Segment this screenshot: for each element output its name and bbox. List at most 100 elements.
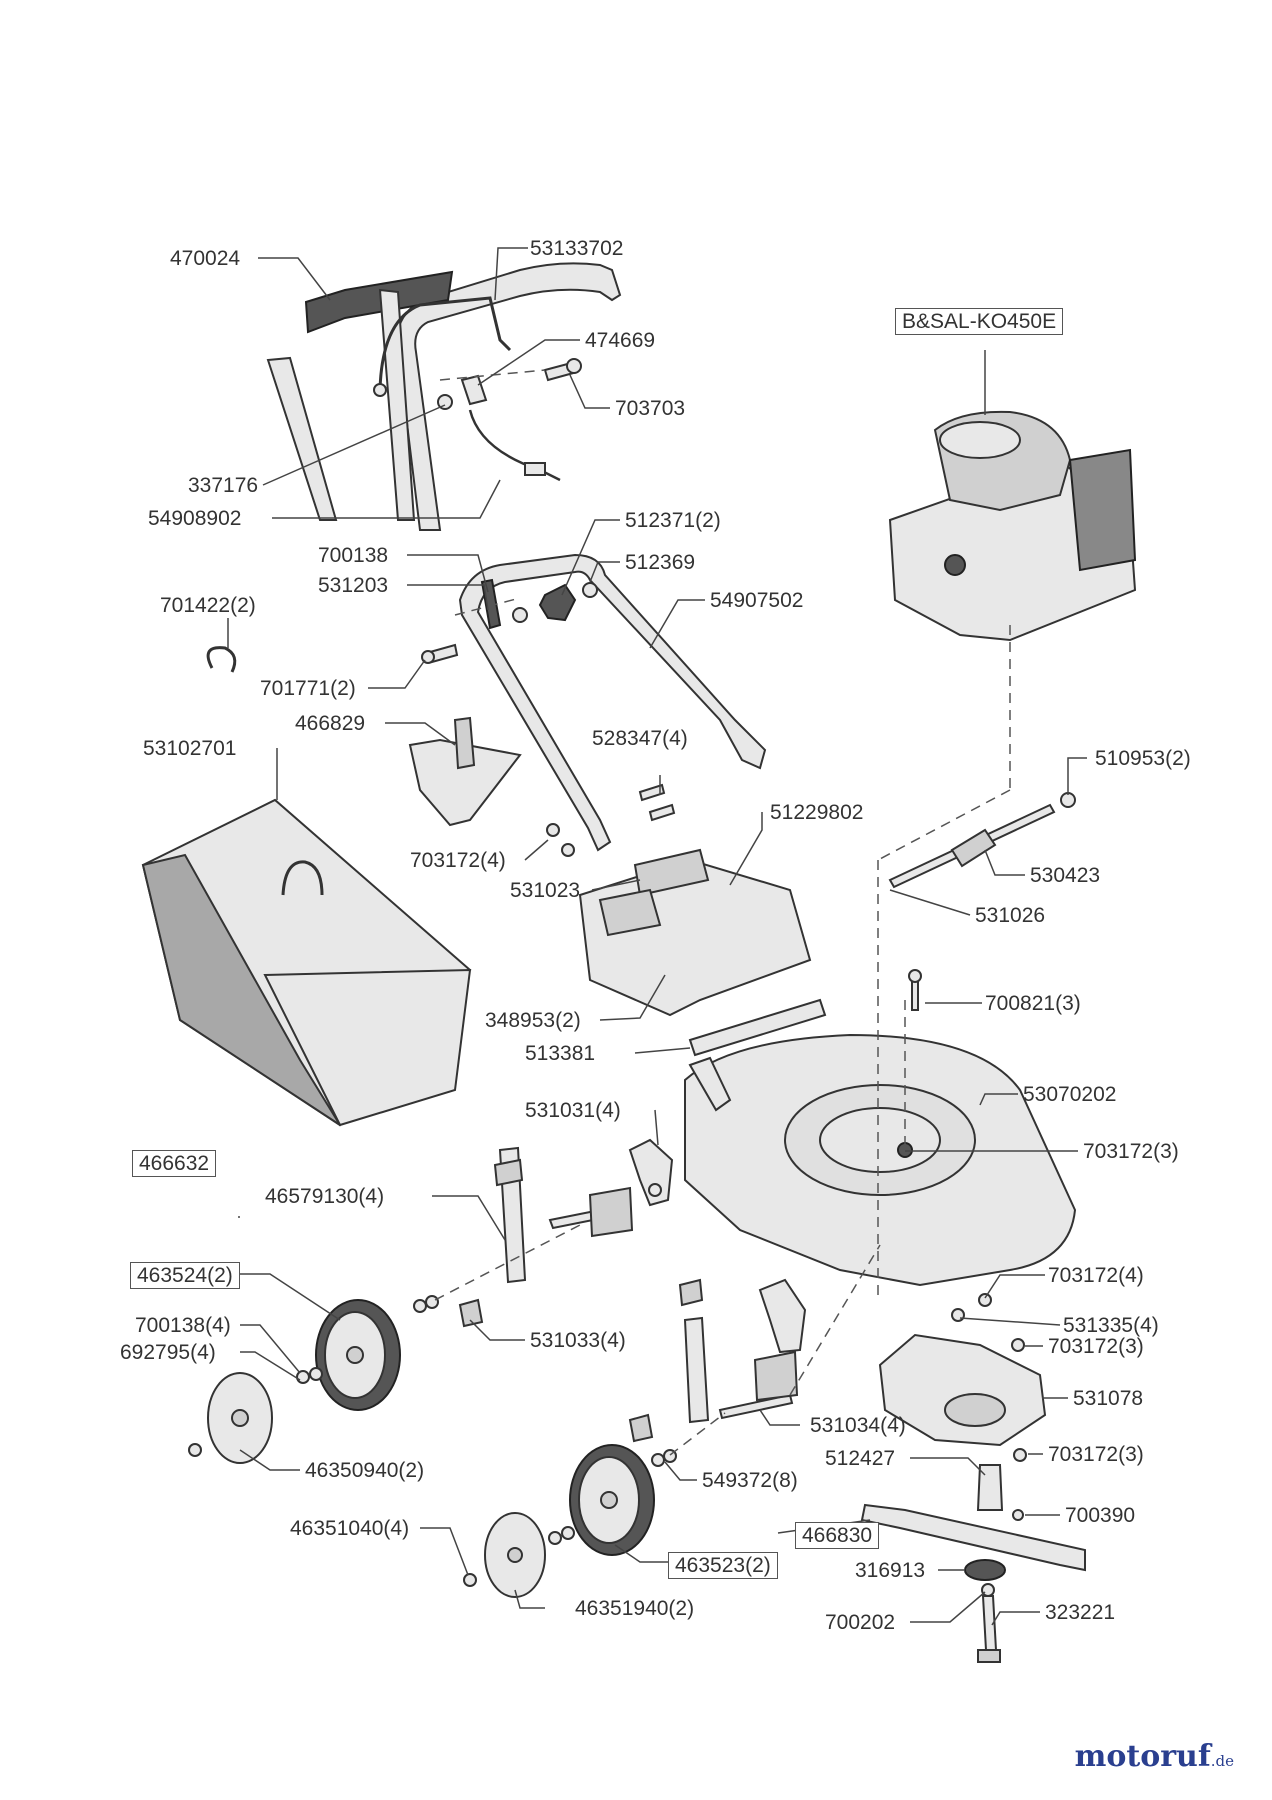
fan-531078: [878, 1333, 1047, 1447]
label-54908902: 54908902: [148, 507, 242, 530]
label-316913: 316913: [855, 1559, 926, 1582]
hub-cap-46351040-a: [188, 1443, 202, 1457]
label-51229802: 51229802: [770, 801, 864, 824]
label-701771-2: 701771(2): [260, 677, 356, 700]
logo-text: motoruf: [1074, 1739, 1211, 1774]
label-531031-4: 531031(4): [525, 1099, 621, 1122]
label-323221: 323221: [1045, 1601, 1116, 1624]
rear-flap-51229802: [578, 848, 812, 1017]
key-700390: [1012, 1509, 1024, 1521]
bolt-323221: [977, 1595, 1001, 1663]
knob-512371: [512, 583, 577, 623]
screw-703703: [543, 358, 582, 382]
label-53102701: 53102701: [143, 737, 237, 760]
label-530423: 530423: [1030, 864, 1101, 887]
engine-b-sal-ko450e: [888, 410, 1137, 642]
label-531023: 531023: [510, 879, 581, 902]
lock-washer-700202: [981, 1583, 995, 1597]
label-700138-4: 700138(4): [135, 1314, 231, 1337]
label-463523-2: 463523(2): [668, 1552, 778, 1579]
handle-lever-53133702: [373, 296, 512, 397]
label-463524-2: 463524(2): [130, 1262, 240, 1289]
blade-466830: [860, 1503, 1086, 1572]
screw-701771: [421, 643, 459, 664]
label-510953-2: 510953(2): [1095, 747, 1191, 770]
label-46350940-2: 46350940(2): [305, 1459, 425, 1482]
label-470024: 470024: [170, 247, 241, 270]
axle-531033: [548, 1186, 634, 1238]
label-474669: 474669: [585, 329, 656, 352]
height-adjust-lever-rear: [758, 1278, 807, 1354]
axle-bracket-rear: [678, 1278, 710, 1424]
label-53070202: 53070202: [1023, 1083, 1117, 1106]
label-54907502: 54907502: [710, 589, 804, 612]
label-703703: 703703: [615, 397, 686, 420]
logo-suffix: .de: [1210, 1752, 1234, 1770]
label-46579130-4: 46579130(4): [265, 1185, 385, 1208]
cable-guide-700138: [480, 578, 502, 630]
spring-530423: [950, 828, 997, 868]
label-692795-4: 692795(4): [120, 1341, 216, 1364]
label-512369: 512369: [625, 551, 696, 574]
label-703172-3a: 703172(3): [1083, 1140, 1179, 1163]
label-703172-4a: 703172(4): [410, 849, 506, 872]
wheel-463524: [315, 1299, 401, 1411]
label-700821-3: 700821(3): [985, 992, 1081, 1015]
height-adjust-lever-531031: [628, 1138, 674, 1207]
label-46351040-4: 46351040(4): [290, 1517, 410, 1540]
washers-wheel-a: [296, 1295, 439, 1384]
label-466830: 466830: [795, 1522, 880, 1549]
label-703172-3b: 703172(3): [1048, 1335, 1144, 1358]
bolt-531033-hex: [458, 1298, 484, 1328]
washer-512369: [582, 582, 598, 598]
cable-clip-474669: [460, 374, 488, 406]
label-700138: 700138: [318, 544, 389, 567]
label-531034-4: 531034(4): [810, 1414, 906, 1437]
leader-lines: [227, 247, 1087, 1626]
bolt-rear-axle: [628, 1413, 654, 1443]
label-348953-2: 348953(2): [485, 1009, 581, 1032]
motoruf-logo: motoruf.de: [1075, 1739, 1234, 1774]
baffle-513381: [688, 998, 827, 1057]
nuts-703172-deck: [951, 1293, 1027, 1462]
hub-cap-46351040-b: [463, 1573, 477, 1587]
label-513381: 513381: [525, 1042, 596, 1065]
label-700390: 700390: [1065, 1504, 1136, 1527]
wheel-463523: [569, 1444, 655, 1556]
label-701422-2: 701422(2): [160, 594, 256, 617]
label-337176: 337176: [188, 474, 259, 497]
nuts-703172-handle: [546, 823, 575, 857]
grass-catcher-53102701: [141, 798, 472, 1127]
blade-adapter-512427: [976, 1464, 1004, 1511]
label-466829: 466829: [295, 712, 366, 735]
label-549372-8: 549372(8): [702, 1469, 798, 1492]
label-46351940-2: 46351940(2): [575, 1597, 695, 1620]
label-531335-4: 531335(4): [1063, 1314, 1159, 1337]
label-531078: 531078: [1073, 1387, 1144, 1410]
bolts-528347: [638, 783, 676, 822]
mulch-plug-466829: [408, 716, 522, 827]
upper-handle: [266, 262, 622, 531]
label-531203: 531203: [318, 574, 389, 597]
label-512371-2: 512371(2): [625, 509, 721, 532]
bowden-cable-54908902: [468, 409, 561, 482]
axle-531034: [718, 1350, 799, 1420]
label-512427: 512427: [825, 1447, 896, 1470]
label-531033-4: 531033(4): [530, 1329, 626, 1352]
clip-701422: [206, 646, 237, 673]
label-531026: 531026: [975, 904, 1046, 927]
label-53133702: 53133702: [530, 237, 624, 260]
label-528347-4: 528347(4): [592, 727, 688, 750]
bolts-700821: [908, 969, 922, 1011]
label-703172-4b: 703172(4): [1048, 1264, 1144, 1287]
wheel-cap-46351940: [484, 1512, 546, 1598]
wheel-cap-46350940: [207, 1372, 273, 1464]
nut-337176: [437, 394, 453, 410]
label-700202: 700202: [825, 1611, 896, 1634]
axle-bracket-46579130: [493, 1146, 527, 1284]
label-466632: 466632: [132, 1150, 217, 1177]
washer-316913: [964, 1559, 1006, 1581]
deck-53070202: [684, 1033, 1077, 1287]
label-engine-b-sal-ko450e: B&SAL-KO450E: [895, 308, 1064, 335]
